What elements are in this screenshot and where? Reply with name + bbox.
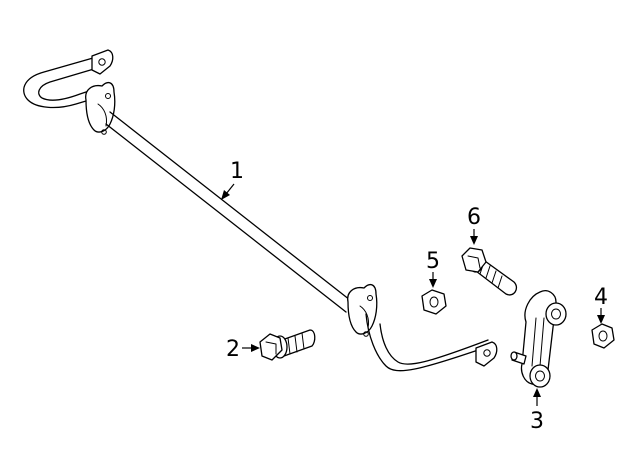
callout-label-1: 1	[230, 159, 244, 184]
callout-2: 2	[226, 337, 260, 362]
stabilizer-bar	[23, 49, 498, 372]
callout-label-3: 3	[530, 409, 544, 434]
bolt-part-6	[461, 247, 518, 296]
bolt-part-2	[259, 329, 316, 361]
callout-label-6: 6	[467, 205, 481, 230]
callout-arrow-1	[221, 190, 230, 200]
callout-label-2: 2	[226, 337, 240, 362]
callout-label-4: 4	[594, 285, 608, 310]
callout-label-5: 5	[426, 249, 440, 274]
callout-1: 1	[221, 159, 244, 200]
callout-5: 5	[426, 249, 440, 288]
nut-part-5	[421, 289, 447, 315]
stabilizer-link	[510, 290, 567, 388]
callout-6: 6	[467, 205, 481, 245]
callout-arrow-4	[597, 315, 605, 324]
callout-4: 4	[594, 285, 608, 324]
callout-arrow-2	[251, 344, 260, 352]
callout-arrow-5	[429, 279, 437, 288]
callout-3: 3	[530, 388, 544, 434]
nut-part-4	[591, 323, 615, 349]
callout-arrow-6	[470, 236, 478, 245]
callout-arrow-3	[533, 388, 541, 397]
